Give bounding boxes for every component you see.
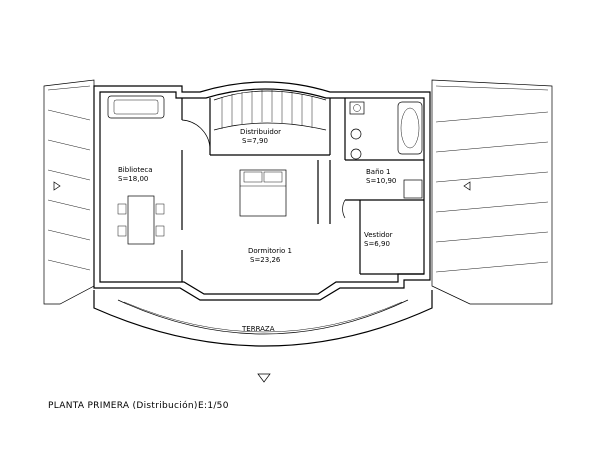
room-biblioteca-name: Biblioteca <box>118 166 153 174</box>
room-dormitorio-name: Dormitorio 1 <box>248 247 292 255</box>
roof-outline <box>43 79 553 305</box>
staircase <box>213 90 327 131</box>
room-dormitorio-area: S=23,26 <box>250 256 281 264</box>
terrace <box>93 290 433 347</box>
plan-scale: E:1/50 <box>198 401 229 411</box>
room-distribuidor-area: S=7,90 <box>242 137 268 145</box>
room-biblioteca-area: S=18,00 <box>118 175 148 183</box>
section-markers <box>53 181 471 383</box>
exterior-walls <box>93 81 431 301</box>
sofa <box>107 95 165 119</box>
room-vestidor-name: Vestidor <box>364 231 393 239</box>
room-distribuidor-name: Distribuidor <box>240 128 281 136</box>
room-bano-area: S=10,90 <box>366 177 396 185</box>
room-bano-name: Baño 1 <box>366 168 391 176</box>
room-terraza-name: TERRAZA <box>241 325 275 333</box>
room-vestidor-area: S=6,90 <box>364 240 390 248</box>
bath-fixtures <box>349 101 423 199</box>
library-table <box>117 195 165 245</box>
plan-title: PLANTA PRIMERA (Distribución) <box>48 400 198 411</box>
bed <box>239 169 287 217</box>
interior-walls <box>181 98 424 282</box>
